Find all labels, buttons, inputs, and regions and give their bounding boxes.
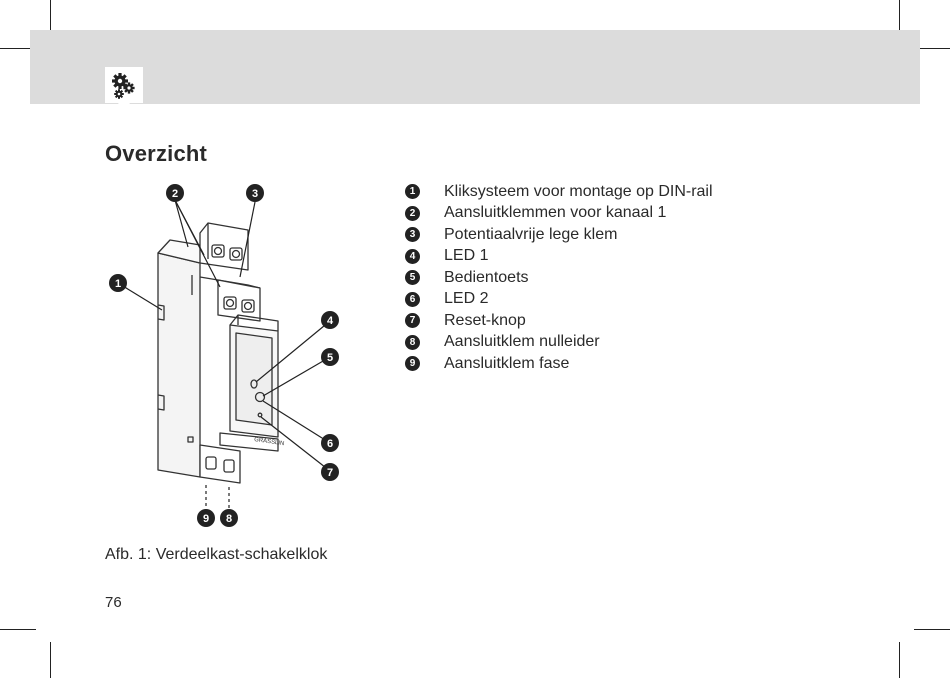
legend-label: Bedientoets: [444, 268, 529, 286]
legend-item: 6 LED 2: [405, 289, 713, 311]
legend-number: 2: [405, 205, 420, 221]
callout-6-label: 6: [327, 438, 333, 450]
callout-4-label: 4: [327, 315, 334, 327]
header-band: [30, 30, 920, 104]
callout-9: [197, 509, 215, 527]
legend-item: 2 Aansluitklemmen voor kanaal 1: [405, 203, 713, 225]
callout-2-label: 2: [172, 188, 178, 200]
legend-label: Aansluitklemmen voor kanaal 1: [444, 204, 667, 222]
callout-1-label: 1: [115, 278, 121, 290]
callout-8-label: 8: [226, 513, 232, 525]
legend-label: Reset-knop: [444, 311, 526, 329]
legend-number: 4: [405, 248, 420, 264]
callout-9-label: 9: [203, 513, 209, 525]
legend-number: 9: [405, 356, 420, 372]
legend-item: 9 Aansluitklem fase: [405, 353, 713, 375]
legend-item: 8 Aansluitklem nulleider: [405, 332, 713, 354]
crop-mark: [0, 629, 36, 630]
page-number: 76: [105, 594, 122, 611]
crop-mark: [914, 48, 950, 49]
gears-icon: [105, 67, 143, 103]
crop-mark: [0, 48, 36, 49]
header-pointer: [118, 103, 130, 111]
callout-5: [321, 348, 339, 366]
device-figure: GRÄSSLIN 1 2 3 4 5: [100, 175, 370, 535]
crop-mark: [50, 0, 51, 36]
legend-number: 1: [405, 184, 420, 200]
legend-number: 5: [405, 270, 420, 286]
legend-label: Aansluitklem nulleider: [444, 333, 600, 351]
legend-label: Kliksysteem voor montage op DIN-rail: [444, 182, 713, 200]
callout-2: [166, 184, 184, 202]
legend-number: 7: [405, 313, 420, 329]
callout-3-label: 3: [252, 188, 258, 200]
callout-6: [321, 434, 339, 452]
crop-mark: [899, 642, 900, 678]
callout-7-label: 7: [327, 467, 333, 479]
device-illustration: GRÄSSLIN 1 2 3 4 5: [109, 184, 339, 527]
legend-item: 7 Reset-knop: [405, 310, 713, 332]
legend-item: 3 Potentiaalvrije lege klem: [405, 224, 713, 246]
legend-label: LED 2: [444, 290, 489, 308]
legend-number: 3: [405, 227, 420, 243]
brand-mark: GRÄSSLIN: [254, 436, 285, 447]
figure-caption: Afb. 1: Verdeelkast-schakelklok: [105, 546, 328, 563]
callout-1: [109, 274, 127, 292]
callout-7: [321, 463, 339, 481]
legend-label: Aansluitklem fase: [444, 354, 570, 372]
legend-number: 8: [405, 334, 420, 350]
crop-mark: [50, 642, 51, 678]
crop-mark: [899, 0, 900, 36]
legend-item: 5 Bedientoets: [405, 267, 713, 289]
legend-item: 4 LED 1: [405, 246, 713, 268]
callout-8: [220, 509, 238, 527]
legend-number: 6: [405, 291, 420, 307]
page-title: Overzicht: [105, 141, 208, 166]
crop-mark: [914, 629, 950, 630]
legend-label: Potentiaalvrije lege klem: [444, 225, 618, 243]
callout-5-label: 5: [327, 352, 333, 364]
callout-4: [321, 311, 339, 329]
legend-label: LED 1: [444, 247, 489, 265]
legend-item: 1 Kliksysteem voor montage op DIN-rail: [405, 181, 713, 203]
callout-3: [246, 184, 264, 202]
